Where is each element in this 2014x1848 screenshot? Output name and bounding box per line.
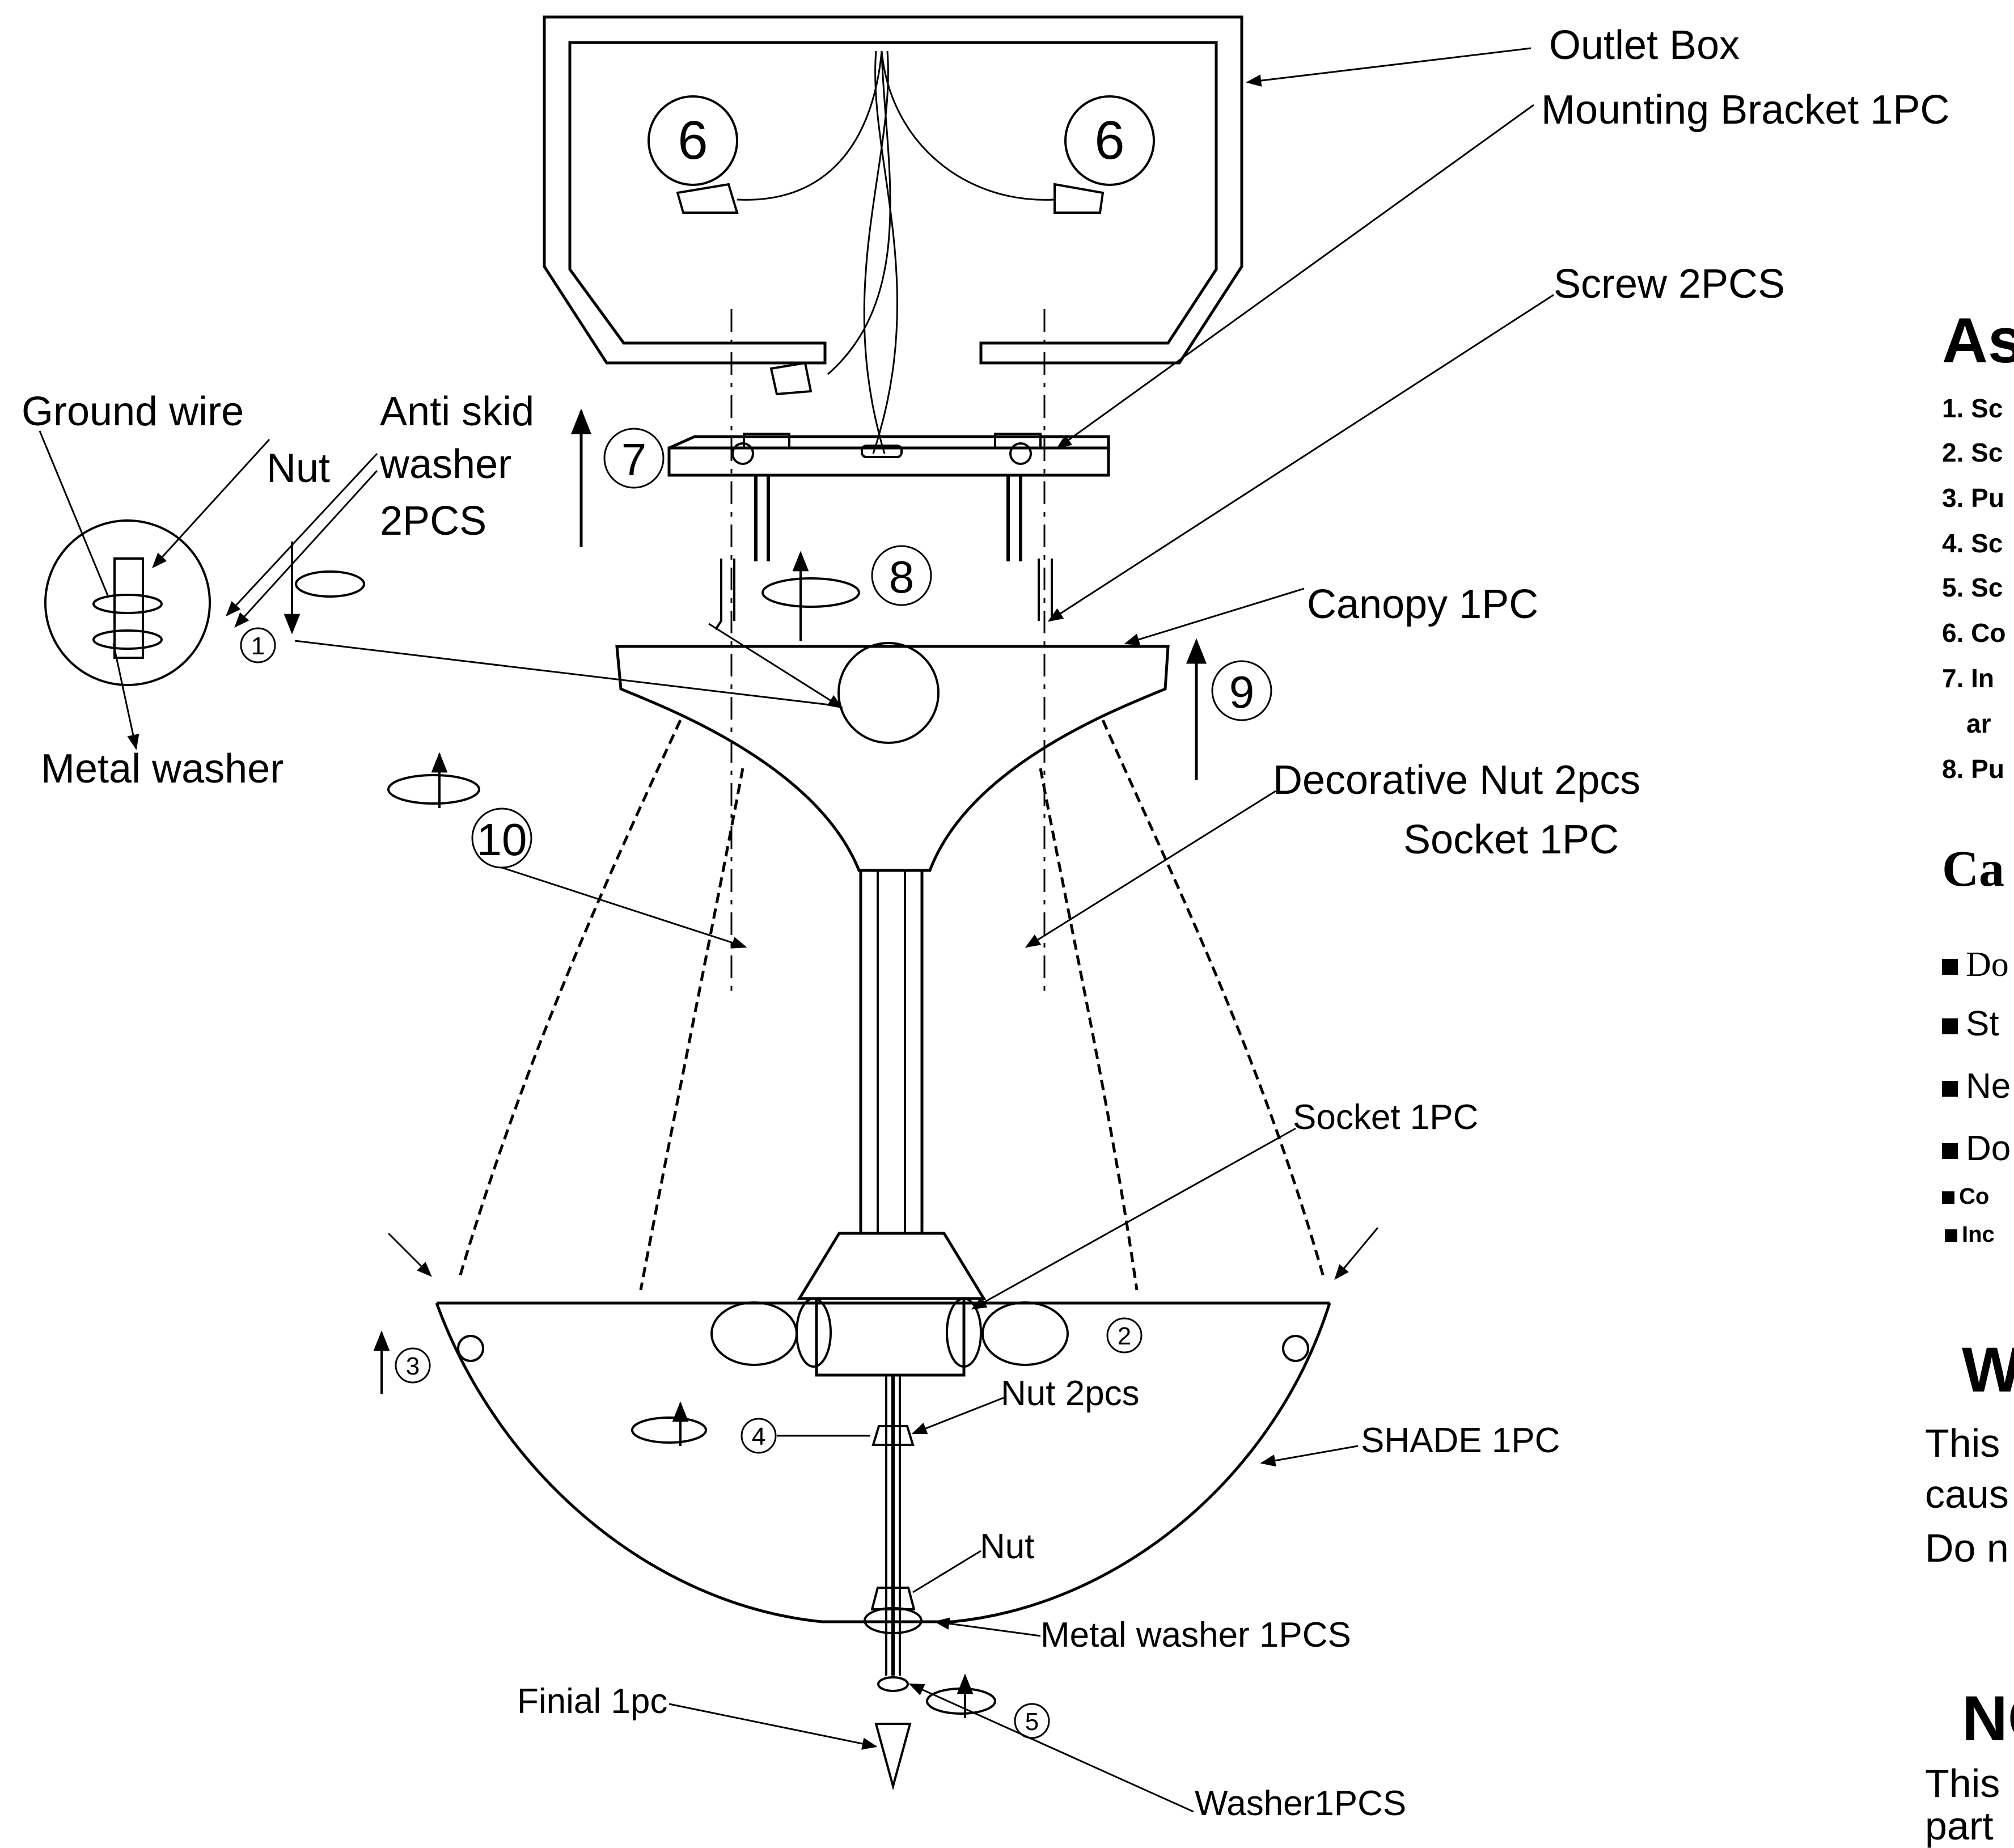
step-number: 1 (251, 632, 265, 660)
step-number: 9 (1229, 667, 1255, 717)
heading-assembly: As (1942, 305, 2014, 376)
assembly-step: 6. Co (1942, 618, 2006, 648)
outlet-box (543, 15, 1243, 454)
caution-item: Ne (1942, 1069, 2011, 1104)
leader-lines (39, 47, 1554, 1813)
label-nut-top: Nut (266, 446, 331, 491)
chains (458, 719, 1326, 1291)
label-decorative-nut: Decorative Nut 2pcs (1273, 758, 1641, 803)
label-anti-skid-washer: washer (380, 442, 512, 487)
label-socket-top: Socket 1PC (1403, 817, 1619, 862)
label-ground-wire: Ground wire (22, 389, 244, 434)
assembly-step: 1. Sc (1942, 394, 2003, 423)
guide-lines (730, 309, 1046, 998)
label-screw: Screw 2PCS (1554, 261, 1785, 307)
label-outlet-box: Outlet Box (1549, 23, 1740, 68)
heading-warning: Wa (1962, 1334, 2014, 1405)
assembly-step: 7. In (1942, 663, 1995, 693)
warning-line: This (1925, 1421, 2000, 1465)
ground-detail (44, 519, 211, 686)
assembly-step: ar (1966, 709, 1991, 738)
shade (435, 1301, 1331, 1623)
label-anti-skid-count: 2PCS (380, 498, 487, 544)
step-number: 6 (1094, 110, 1124, 171)
rotation-arrows (284, 408, 1207, 1718)
step-number: 7 (621, 434, 647, 485)
assembly-step: 3. Pu (1942, 483, 2004, 513)
step-circles (240, 428, 1272, 1739)
assembly-step: 8. Pu (1942, 754, 2004, 784)
caution-item: Do (1942, 947, 2009, 982)
step-number: 2 (1118, 1322, 1131, 1350)
label-washer: Washer1PCS (1195, 1784, 1407, 1823)
note-line: This (1925, 1761, 2000, 1805)
label-mounting-bracket: Mounting Bracket 1PC (1541, 87, 1950, 133)
canopy (615, 642, 1170, 1235)
note-line: part (1925, 1804, 1994, 1848)
label-nut-bottom: Nut (980, 1527, 1035, 1566)
mounting-bracket (667, 433, 1110, 631)
assembly-step: 2. Sc (1942, 438, 2003, 467)
label-metal-washer-bottom: Metal washer 1PCS (1040, 1616, 1351, 1655)
step-number: 6 (678, 110, 708, 171)
step-number: 10 (477, 814, 527, 865)
label-socket-mid: Socket 1PC (1293, 1098, 1479, 1137)
step-number: 5 (1025, 1708, 1039, 1736)
label-canopy: Canopy 1PC (1307, 582, 1539, 627)
socket-cluster (710, 1232, 1069, 1791)
caution-small-item: Inc (1945, 1223, 1995, 1246)
label-metal-washer-left: Metal washer (41, 746, 284, 792)
warning-line: Do n (1925, 1526, 2009, 1570)
label-shade: SHADE 1PC (1361, 1421, 1560, 1460)
step-number: 4 (752, 1423, 765, 1451)
label-nut-2pcs: Nut 2pcs (1001, 1374, 1140, 1413)
heading-note: NO (1962, 1683, 2014, 1754)
caution-small-item: Co (1942, 1185, 1989, 1208)
caution-item: Do (1942, 1131, 2011, 1166)
label-anti-skid: Anti skid (380, 389, 535, 434)
assembly-step: 5. Sc (1942, 573, 2003, 602)
caution-item: St (1942, 1007, 1999, 1042)
step-number: 8 (889, 552, 915, 602)
step-numbers: 1 6 6 7 8 9 10 2 3 4 5 (251, 110, 1254, 1736)
label-finial: Finial 1pc (517, 1682, 668, 1721)
assembly-step: 4. Sc (1942, 528, 2003, 558)
step-number: 3 (406, 1352, 420, 1380)
heading-caution: Ca (1942, 841, 2004, 897)
warning-line: caus (1925, 1472, 2009, 1516)
